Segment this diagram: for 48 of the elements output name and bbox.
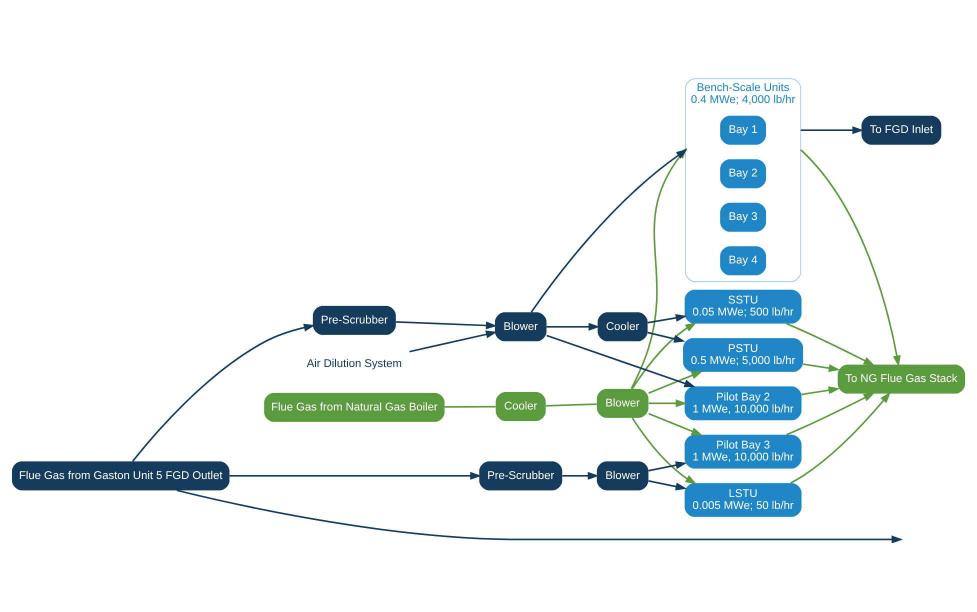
arrow xyxy=(790,392,891,484)
arrow xyxy=(176,490,903,543)
node-box: Bay 3 xyxy=(720,202,766,232)
node-box: Flue Gas from Gaston Unit 5 FGD Outlet xyxy=(12,461,230,490)
node-box: Pre-Scrubber xyxy=(312,306,396,335)
node-box: Flue Gas from Natural Gas Boiler xyxy=(264,392,445,422)
arrow xyxy=(530,149,688,313)
arrow xyxy=(396,321,498,330)
connector xyxy=(546,403,597,407)
arrow xyxy=(648,480,687,490)
arrow xyxy=(132,324,316,462)
node-box: Blower xyxy=(596,388,648,418)
arrow xyxy=(786,322,875,366)
node-box: Bay 1 xyxy=(720,116,766,145)
node-box: LSTU 0.005 MWe; 50 lb/hr xyxy=(684,483,802,517)
node-box: Pilot Bay 3 1 MWe, 10,000 lb/hr xyxy=(684,434,802,469)
node-text: Air Dilution System xyxy=(306,358,402,370)
arrow xyxy=(230,472,482,480)
arrow xyxy=(546,322,600,331)
arrow xyxy=(648,461,687,472)
node-box: To FGD Inlet xyxy=(862,116,942,145)
arrow xyxy=(786,392,875,436)
node-box: Bay 4 xyxy=(720,246,766,276)
arrow xyxy=(801,386,840,396)
arrow xyxy=(648,371,703,394)
node-box: Pre-Scrubber xyxy=(479,461,562,490)
arrow xyxy=(632,322,697,390)
node-box: Pilot Bay 2 1 MWe, 10,000 lb/hr xyxy=(684,386,802,420)
arrow xyxy=(562,472,600,480)
node-box: Blower xyxy=(494,312,546,342)
arrow xyxy=(648,412,703,436)
arrow xyxy=(546,334,696,388)
arrow xyxy=(803,363,840,372)
node-box: Cooler xyxy=(496,392,546,422)
connector xyxy=(444,406,496,408)
node-box: PSTU 0.5 MWe; 5,000 lb/hr xyxy=(683,338,804,372)
arrow xyxy=(648,332,686,343)
arrow xyxy=(800,149,901,367)
arrow xyxy=(648,399,688,408)
node-box: To NG Flue Gas Stack xyxy=(838,364,966,394)
arrow xyxy=(409,330,498,352)
arrow xyxy=(800,126,864,134)
arrow xyxy=(648,314,687,324)
node-box: Cooler xyxy=(598,312,648,342)
node-box: SSTU 0.05 MWe; 500 lb/hr xyxy=(684,290,802,324)
node-box: Bay 2 xyxy=(720,159,766,188)
node-box: Blower xyxy=(596,461,648,490)
arrow xyxy=(632,418,697,484)
